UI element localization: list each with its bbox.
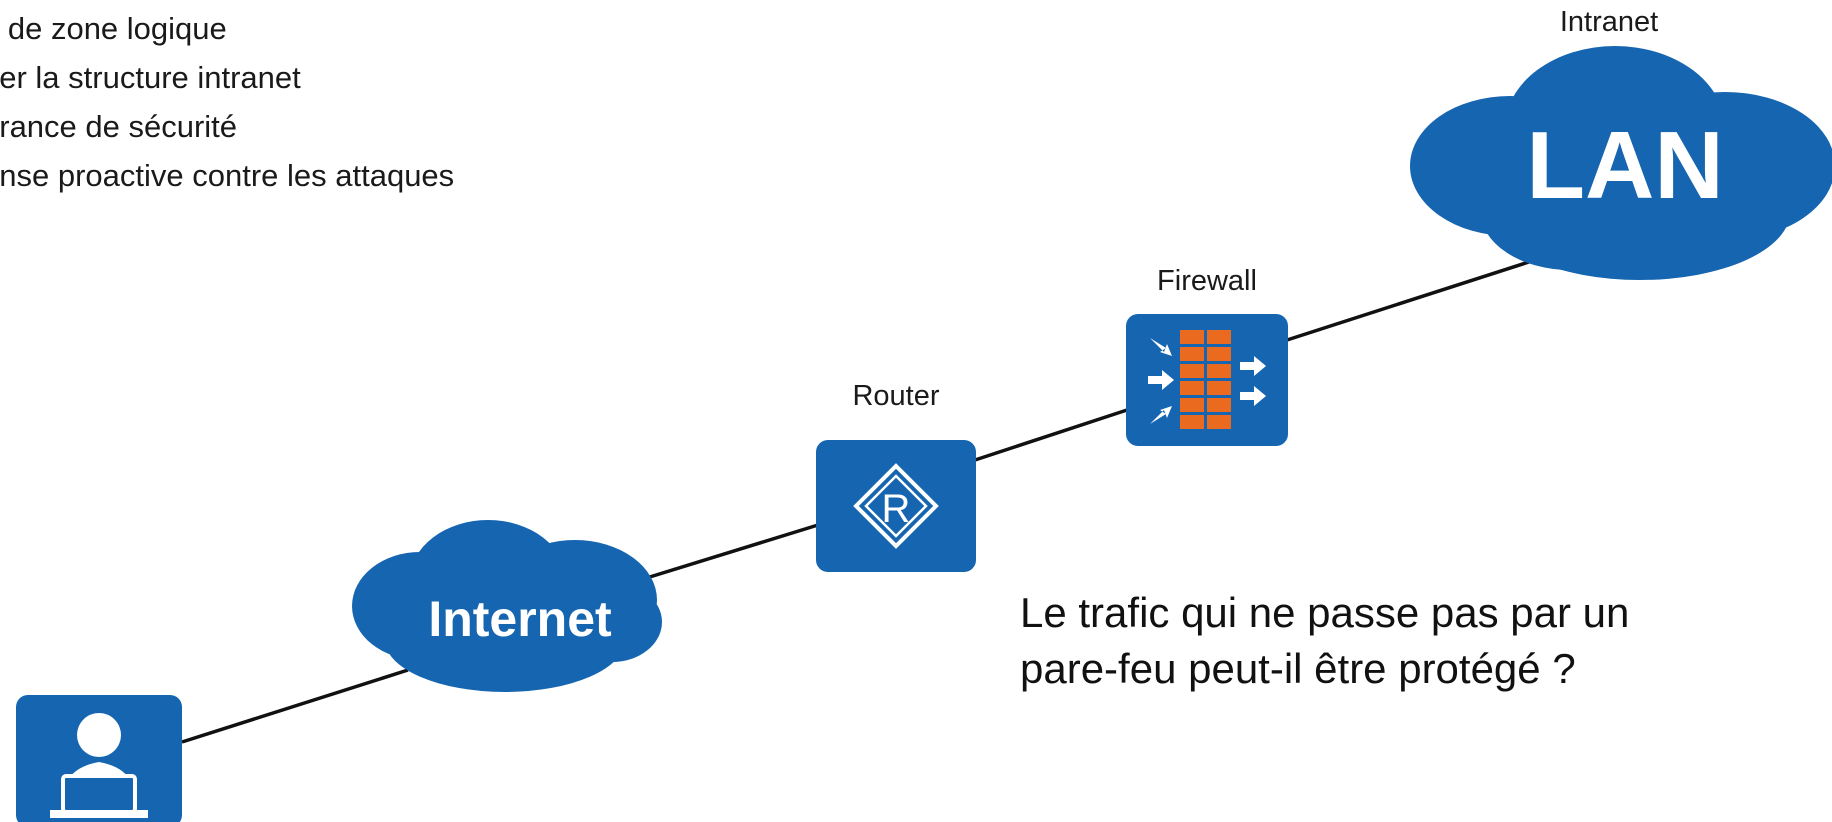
firewall-label: Firewall <box>1157 265 1257 297</box>
network-links <box>181 258 1536 744</box>
question-text: Le trafic qui ne passe pas par un pare-f… <box>1020 585 1629 697</box>
router-label: Router <box>852 380 940 412</box>
intranet-label: Intranet <box>1559 6 1659 38</box>
router-icon-letter: R <box>882 487 911 531</box>
lan-cloud: LAN <box>1410 46 1832 280</box>
firewall-device <box>1126 314 1288 446</box>
link-firewall-lan <box>1286 258 1536 342</box>
arrow-out-icons <box>1240 356 1266 406</box>
lan-cloud-text: LAN <box>1526 112 1723 219</box>
router-device: R <box>816 440 976 572</box>
link-router-firewall <box>974 408 1128 462</box>
internet-cloud-text: Internet <box>428 591 612 647</box>
question-line: Le trafic qui ne passe pas par un <box>1020 589 1630 636</box>
arrow-in-icons <box>1148 338 1174 424</box>
user-workstation-icon <box>16 695 182 822</box>
bullet-item: ner la structure intranet <box>0 60 301 95</box>
question-line: pare-feu peut-il être protégé ? <box>1020 645 1576 692</box>
link-internet-router <box>639 523 819 582</box>
bullet-list: e de zone logique ner la structure intra… <box>0 4 454 200</box>
bullet-item: ense proactive contre les attaques <box>0 158 455 193</box>
link-user-internet <box>181 668 409 744</box>
bullet-item: urance de sécurité <box>0 109 238 144</box>
internet-cloud: Internet <box>352 520 662 692</box>
bullet-item: e de zone logique <box>0 11 227 46</box>
